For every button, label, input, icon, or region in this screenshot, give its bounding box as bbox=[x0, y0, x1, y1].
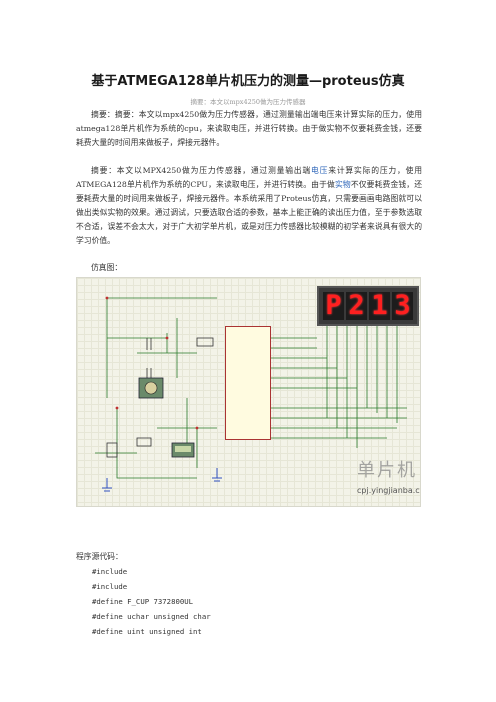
display-digit-2: 2 bbox=[346, 292, 367, 320]
voltage-link[interactable]: 电压 bbox=[311, 166, 329, 175]
abstract-paragraph-2-text-c: 不仅要耗费金钱，还要耗费大量的时间用来做板子，焊接元器件。本系统采用了Prote… bbox=[76, 180, 423, 246]
seven-segment-display: P 2 1 3 bbox=[317, 286, 419, 326]
watermark-url: cpj.yingjianba.cn bbox=[357, 486, 421, 495]
pressure-sensor-icon bbox=[138, 377, 164, 399]
code-line-1: #include bbox=[92, 567, 128, 576]
abstract-paragraph-2: 摘要：本文以MPX4250做为压力传感器，通过测量输出端电压来计算实际的压力，使… bbox=[76, 164, 422, 249]
code-line-3: #define F_CUP 7372800UL bbox=[92, 597, 194, 606]
code-line-4: #define uchar unsigned char bbox=[92, 612, 211, 621]
figure-label: 仿真图： bbox=[91, 263, 123, 272]
display-digit-1: P bbox=[323, 292, 344, 320]
circuit-schematic bbox=[95, 296, 407, 492]
display-digit-3: 1 bbox=[369, 292, 390, 320]
display-digit-4: 3 bbox=[392, 292, 413, 320]
abstract-paragraph-1: 摘要：摘要：本文以mpx4250做为压力传感器，通过测量输出端电压来计算实际的压… bbox=[76, 108, 422, 150]
abstract-paragraph-1-text: 摘要：摘要：本文以mpx4250做为压力传感器，通过测量输出端电压来计算实际的压… bbox=[76, 110, 422, 148]
abstract-paragraph-2-text-b: 来计算实际的压力，使用ATMEGA128单片机作为系统的CPU，来读取电压，并进… bbox=[76, 166, 423, 190]
abstract-paragraph-2-text-a: 摘要：本文以MPX4250做为压力传感器，通过测量输出端 bbox=[91, 166, 312, 175]
atmega128-chip bbox=[225, 326, 271, 440]
source-code-label: 程序源代码： bbox=[76, 552, 123, 561]
prototype-link[interactable]: 实物 bbox=[334, 180, 351, 190]
page-subtitle: 摘要：本文以mpx4250做为压力传感器 bbox=[190, 98, 306, 106]
watermark-logo: 单片机 bbox=[357, 460, 417, 481]
code-line-5: #define uint unsigned int bbox=[92, 627, 202, 636]
code-line-2: #include bbox=[92, 582, 128, 591]
page-title: 基于ATMEGA128单片机压力的测量—proteus仿真 bbox=[91, 74, 405, 89]
sensor-readout-icon bbox=[171, 442, 195, 458]
simulation-figure: P 2 1 3 单片机 cpj.yingjianba.cn bbox=[76, 277, 421, 507]
